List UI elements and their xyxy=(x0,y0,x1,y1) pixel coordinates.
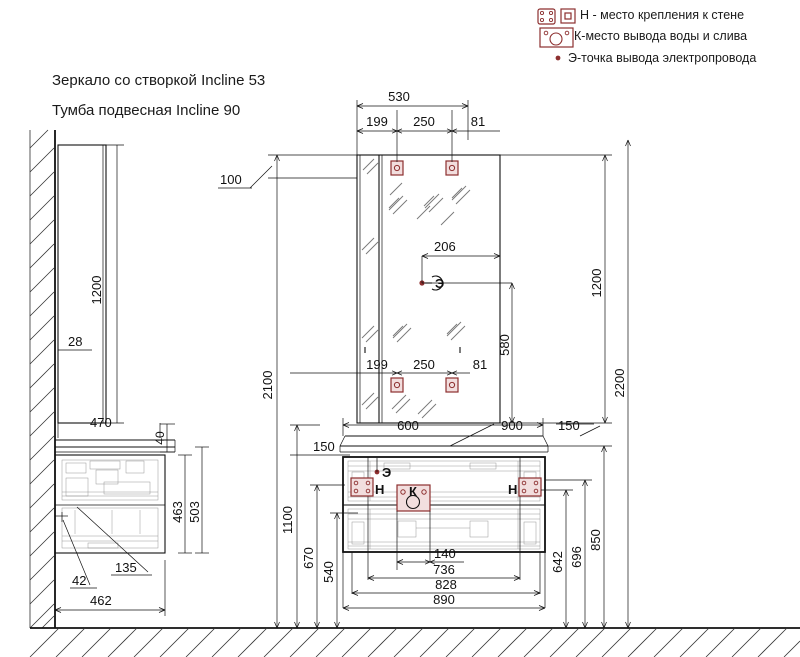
dim-mirror-bot-a: 199 xyxy=(366,357,388,372)
dim-mirror-offset-top: 100 xyxy=(220,172,242,187)
dim-bottom-736: 736 xyxy=(433,562,455,577)
legend-text-water-outlet: К-место вывода воды и слива xyxy=(574,29,748,43)
dim-mirror-bot-b: 250 xyxy=(413,357,435,372)
mirror-offset-leader: 100 xyxy=(218,154,500,189)
dim-bottom-140: 140 xyxy=(434,546,456,561)
wall-mount-icon-small xyxy=(560,8,576,24)
dim-mirror-top-total: 530 xyxy=(388,89,410,104)
marker-water: К xyxy=(409,484,417,499)
counter-dimensions: 600 900 150 xyxy=(342,418,601,447)
mirror-front-view xyxy=(356,154,501,424)
marker-electric-cabinet: Э xyxy=(382,465,391,480)
mirror-top-dimensions: 530 199 250 81 xyxy=(356,89,500,162)
tall-cabinet-side-view: 1200 28 470 xyxy=(57,144,161,438)
dim-mirror-bot-c: 81 xyxy=(473,357,487,372)
dim-electric-x: 206 xyxy=(434,239,456,254)
legend-icons xyxy=(537,8,576,61)
legend-text-wall-mount: Н - место крепления к стене xyxy=(580,8,745,22)
water-outlet-marker xyxy=(396,484,431,512)
dim-counter-overhang-right: 150 xyxy=(558,418,580,433)
bottom-dimensions: 140 736 828 890 xyxy=(342,511,546,611)
lower-cabinet-side-view: 40 463 503 135 42 462 xyxy=(54,423,209,616)
marker-wall-right: Н xyxy=(508,482,517,497)
dim-mirror-top-a: 199 xyxy=(366,114,388,129)
wall-mount-icon xyxy=(537,8,556,25)
dim-side-462: 462 xyxy=(90,593,112,608)
wall-mount-cabinet-right xyxy=(518,477,542,497)
dim-cabinet-top-offset: 150 xyxy=(313,439,335,454)
dim-electric-y: 580 xyxy=(497,334,512,356)
dim-bottom-828: 828 xyxy=(435,577,457,592)
wall-mount-top-left xyxy=(390,160,404,176)
glass-reflection-marks xyxy=(361,158,471,419)
right-vertical-dimensions: 1200 2200 850 696 642 xyxy=(500,139,631,629)
dim-overall-height-left: 2100 xyxy=(260,371,275,400)
wall-mount-bottom-right xyxy=(445,377,459,393)
legend-text-electric-point: Э-точка вывода электропровода xyxy=(568,51,757,65)
title-line-1: Зеркало со створкой Incline 53 xyxy=(52,72,266,89)
dim-side-463: 463 xyxy=(170,501,185,523)
left-vertical-dimensions: 2100 1100 670 540 150 xyxy=(260,154,358,629)
title-line-2: Тумба подвесная Incline 90 xyxy=(52,102,241,119)
dim-cabinet-h-696: 696 xyxy=(569,546,584,568)
marker-electric-mirror: Э xyxy=(435,276,444,291)
electric-point-icon xyxy=(555,55,561,61)
dim-tall-depth: 28 xyxy=(68,334,82,349)
dim-side-135: 135 xyxy=(115,560,137,575)
dim-tall-height: 1200 xyxy=(89,276,104,305)
dim-cabinet-h-850: 850 xyxy=(588,529,603,551)
electric-point-mirror: Э 206 580 xyxy=(419,239,515,424)
dim-bottom-890: 890 xyxy=(433,592,455,607)
dim-mirror-height: 1200 xyxy=(589,269,604,298)
dim-counter-a: 600 xyxy=(397,418,419,433)
wall-section xyxy=(29,129,56,629)
dim-cabinet-top-height: 1100 xyxy=(280,506,295,534)
dim-counter-b: 900 xyxy=(501,418,523,433)
dim-mirror-top-c: 81 xyxy=(471,114,485,129)
water-outlet-icon xyxy=(539,27,574,48)
dim-overall-height-right: 2200 xyxy=(612,369,627,398)
cabinet-markers: Э Н Н К xyxy=(350,458,542,512)
floor-section xyxy=(29,627,800,657)
dim-cabinet-h-642: 642 xyxy=(550,551,565,573)
wall-mount-bottom-left xyxy=(390,377,404,393)
mirror-bottom-dimensions: 199 250 81 xyxy=(290,357,487,376)
dim-mirror-top-b: 250 xyxy=(413,114,435,129)
dim-side-42: 42 xyxy=(72,573,86,588)
marker-wall-left: Н xyxy=(375,482,384,497)
dim-cabinet-mid-a: 670 xyxy=(301,547,316,569)
wall-mount-cabinet-left xyxy=(350,477,374,497)
dim-side-503: 503 xyxy=(187,501,202,523)
wall-mount-top-right xyxy=(445,160,459,176)
dim-side-40: 40 xyxy=(153,431,167,445)
dim-side-width-470: 470 xyxy=(90,415,112,430)
dim-cabinet-mid-b: 540 xyxy=(321,561,336,583)
